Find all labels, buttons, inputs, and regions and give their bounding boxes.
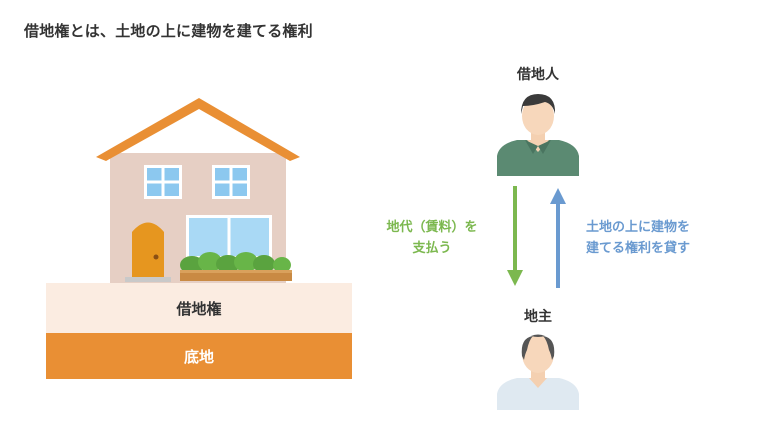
rent-note-line2: 支払う xyxy=(412,241,452,256)
landowner-avatar-icon xyxy=(493,330,583,410)
rent-payment-arrow xyxy=(505,186,525,288)
lend-note-line2: 建てる権利を貸す xyxy=(586,241,691,256)
diagram-title: 借地権とは、土地の上に建物を建てる権利 xyxy=(24,22,313,40)
base-land-label: 底地 xyxy=(183,347,214,366)
right-lending-note: 土地の上に建物を 建てる権利を貸す xyxy=(586,217,736,259)
house-illustration xyxy=(92,95,302,285)
lessee-avatar-icon xyxy=(493,90,583,176)
base-land-layer: 底地 xyxy=(46,333,352,379)
rent-note-line1: 地代（賃料）を xyxy=(386,220,478,235)
leasehold-right-layer: 借地権 xyxy=(46,283,352,333)
house-icon xyxy=(96,98,300,283)
rent-payment-note: 地代（賃料）を 支払う xyxy=(370,217,494,259)
lend-note-line1: 土地の上に建物を xyxy=(586,220,691,235)
landowner-label: 地主 xyxy=(524,309,552,325)
lessee-label: 借地人 xyxy=(517,67,559,83)
right-lending-arrow xyxy=(548,186,568,288)
leasehold-right-label: 借地権 xyxy=(176,299,222,318)
